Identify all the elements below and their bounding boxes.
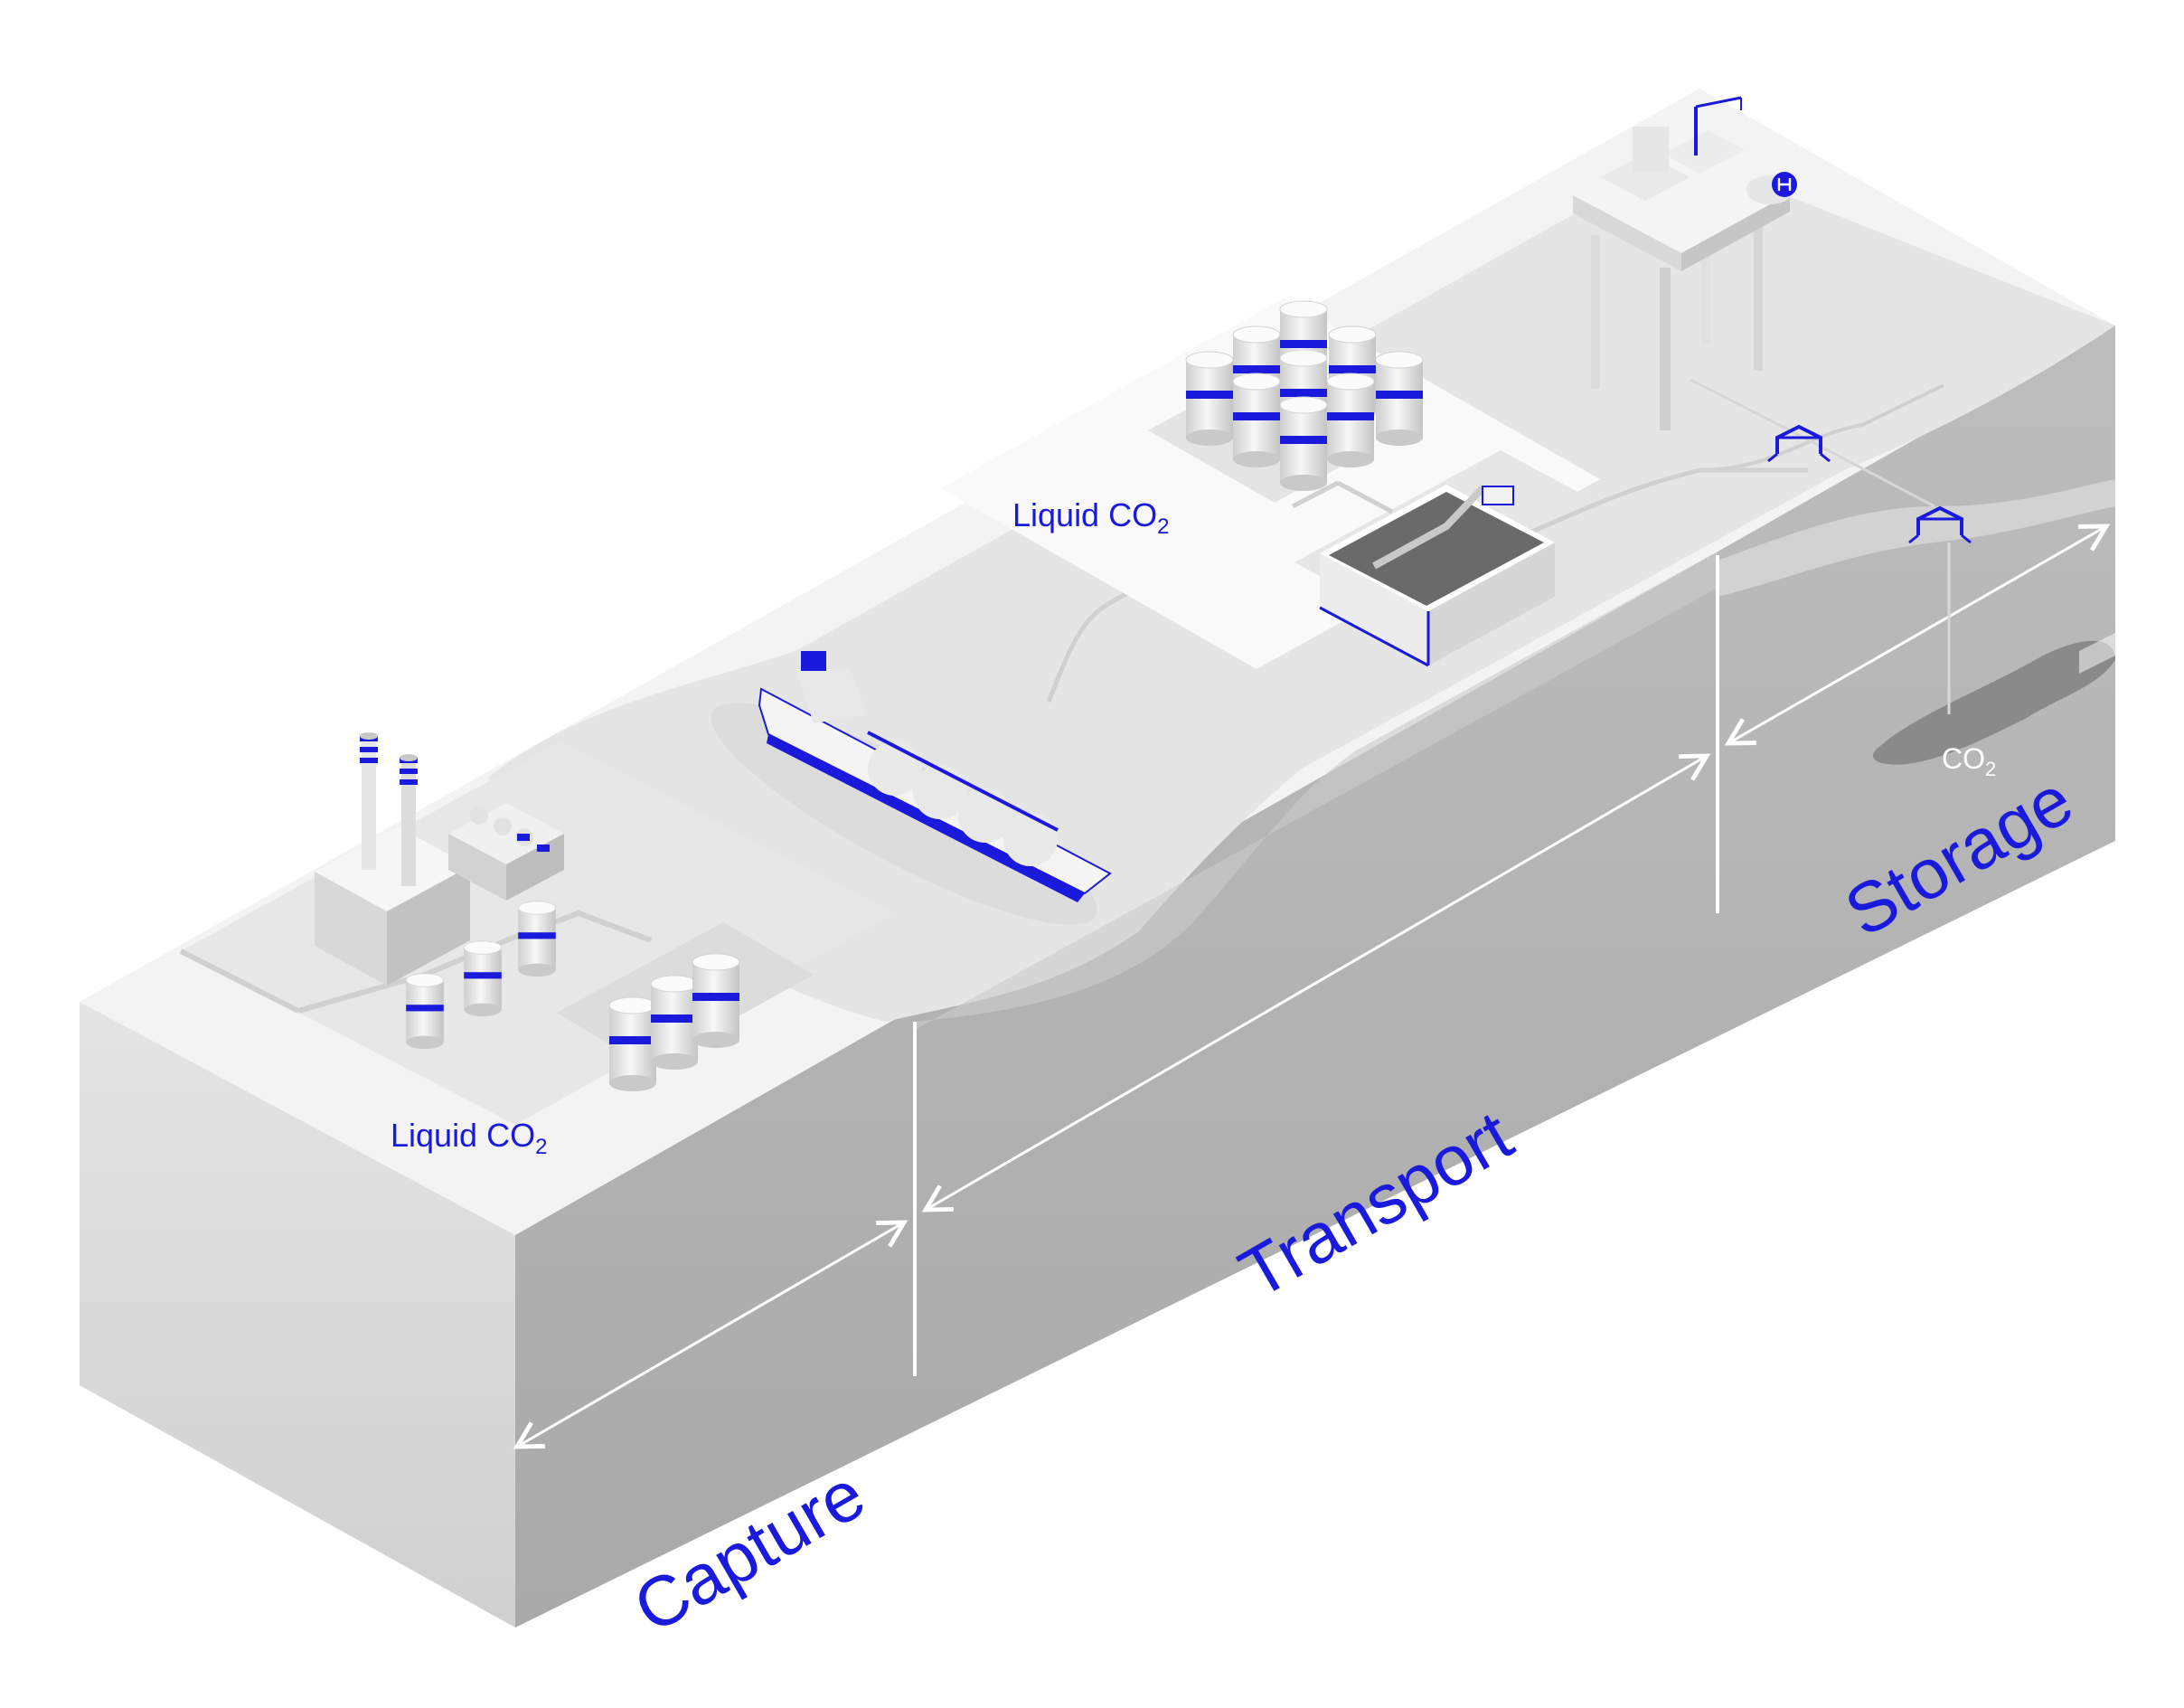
storage-tank-icon (1375, 351, 1424, 447)
transport-terminal (940, 298, 1808, 669)
storage-tank-icon (692, 953, 740, 1049)
co2-reservoir-label: CO2 (1942, 742, 1996, 780)
process-unit-icon (448, 803, 564, 901)
transport-arrow (921, 753, 1711, 1213)
warehouse-icon (1319, 485, 1555, 667)
lng-carrier-ship-icon (711, 651, 1112, 925)
storage-tank-icon (1185, 351, 1234, 447)
liquid-co2-transport-label: Liquid CO2 (1012, 496, 1169, 539)
factory-icon (315, 732, 470, 986)
stage-arrows (513, 524, 2111, 1449)
storage-tank-icon (1326, 373, 1375, 468)
storage-tank-icon (608, 996, 657, 1092)
capture-arrow (513, 1220, 908, 1449)
capture-site (179, 732, 895, 1125)
offshore-platform-icon (1573, 96, 1797, 430)
liquid-co2-capture-label: Liquid CO2 (391, 1117, 547, 1159)
storage-tank-icon (1232, 373, 1281, 468)
storage-tank-icon (1279, 396, 1328, 492)
storage-tank-icon (650, 975, 699, 1071)
storage-arrow (1724, 524, 2111, 746)
